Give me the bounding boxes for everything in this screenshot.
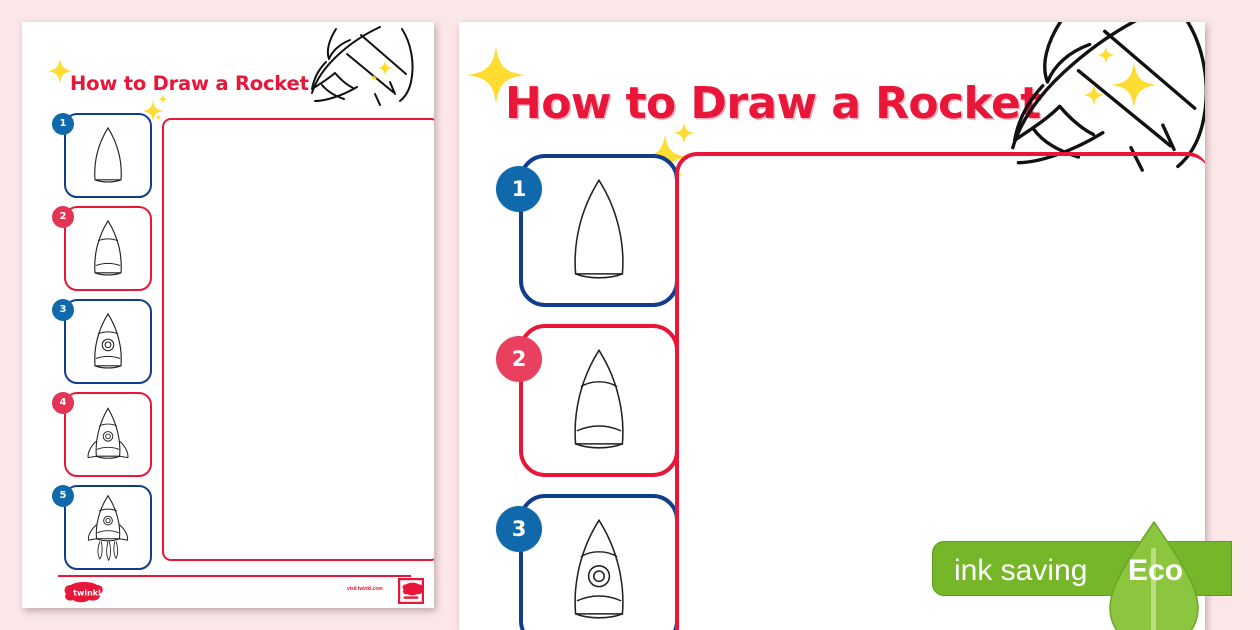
step-number-badge: 3 xyxy=(52,299,74,321)
step-list-small: 1 2 3 xyxy=(50,113,152,578)
visit-link[interactable]: visit twinkl.com xyxy=(347,586,383,592)
step-number-badge: 2 xyxy=(496,336,542,382)
worksheet-preview-small[interactable]: How to Draw a Rocket 1 xyxy=(22,22,434,608)
step-item[interactable]: 3 xyxy=(52,299,152,384)
sparkle-icon xyxy=(158,94,168,104)
rocket-step-art xyxy=(94,219,122,276)
step-number-badge: 4 xyxy=(52,392,74,414)
step-list-large: 1 2 3 xyxy=(477,154,707,630)
step-item[interactable]: 3 xyxy=(496,494,679,630)
svg-text:twinkl: twinkl xyxy=(73,589,101,598)
eco-badge-word: Eco xyxy=(1128,554,1184,587)
rocket-step-art xyxy=(87,406,129,459)
page-title: How to Draw a Rocket xyxy=(70,72,309,95)
footer-divider xyxy=(58,575,411,577)
step-item[interactable]: 4 xyxy=(52,392,152,477)
rocket-line-art-icon xyxy=(311,26,414,106)
step-item[interactable]: 5 xyxy=(52,485,152,570)
drawing-area[interactable] xyxy=(675,152,1205,630)
drawing-area[interactable] xyxy=(162,118,434,561)
step-item[interactable]: 2 xyxy=(52,206,152,291)
sparkle-icon xyxy=(1083,84,1105,106)
rocket-step-art xyxy=(94,312,122,369)
step-item[interactable]: 2 xyxy=(496,324,679,477)
leaf-icon xyxy=(1109,520,1199,630)
step-item[interactable]: 1 xyxy=(496,154,679,307)
step-number-badge: 1 xyxy=(496,166,542,212)
page-title: How to Draw a Rocket xyxy=(505,78,1041,129)
step-number-badge: 1 xyxy=(52,113,74,135)
sparkle-icon xyxy=(1111,62,1157,108)
ink-saving-eco-badge: ink saving Eco xyxy=(932,520,1260,630)
sparkle-icon xyxy=(1097,46,1115,64)
worksheet-preview-large[interactable]: How to Draw a Rocket xyxy=(459,22,1205,630)
step-number-badge: 5 xyxy=(52,485,74,507)
step-number-badge: 2 xyxy=(52,206,74,228)
eco-badge-label: ink saving xyxy=(954,554,1088,587)
sparkle-icon xyxy=(370,74,378,82)
sparkle-icon xyxy=(155,114,162,121)
sparkle-icon xyxy=(377,60,393,76)
rocket-step-art xyxy=(87,494,129,561)
twinkl-stamp-icon xyxy=(398,578,424,604)
rocket-step-art xyxy=(574,348,624,449)
rocket-step-art xyxy=(574,178,624,279)
twinkl-logo: twinkl xyxy=(64,582,103,603)
step-item[interactable]: 1 xyxy=(52,113,152,198)
step-number-badge: 3 xyxy=(496,506,542,552)
rocket-step-art xyxy=(574,518,624,619)
rocket-step-art xyxy=(94,126,122,183)
